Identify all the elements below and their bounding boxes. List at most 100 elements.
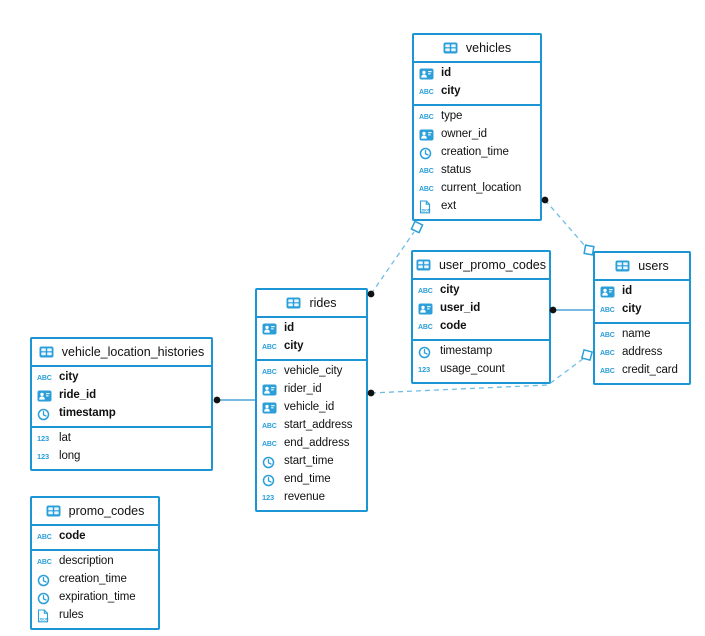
field-label: start_address [284, 419, 353, 432]
table-name: vehicles [465, 41, 512, 55]
table-name: rides [309, 296, 337, 310]
table-header[interactable]: user_promo_codes [413, 252, 549, 280]
abc-text-icon: ABC [600, 331, 615, 339]
field-label: city [441, 85, 461, 98]
svg-text:JSON: JSON [39, 618, 49, 622]
svg-text:JSON: JSON [421, 209, 431, 213]
field-city: ABC city [414, 83, 540, 101]
field-rules: JSON rules [32, 607, 158, 625]
field-label: current_location [441, 182, 522, 195]
field-ext: JSON ext [414, 198, 540, 216]
field-label: revenue [284, 491, 325, 504]
json-icon: JSON [419, 200, 436, 214]
abc-text-icon: ABC [37, 558, 52, 566]
number-123-icon: 123 [418, 365, 430, 375]
id-card-icon [600, 286, 617, 298]
abc-text-icon: ABC [418, 287, 433, 295]
abc-text-icon: ABC [262, 343, 277, 351]
field-label: user_id [440, 302, 481, 315]
field-status: ABC status [414, 162, 540, 180]
abc-text-icon: ABC [37, 374, 52, 382]
table-name: promo_codes [68, 504, 145, 518]
table-icon [39, 346, 56, 358]
field-label: description [59, 555, 114, 568]
id-card-icon [262, 402, 279, 414]
table-icon [615, 260, 632, 272]
field-expiration_time: expiration_time [32, 589, 158, 607]
field-label: credit_card [622, 364, 678, 377]
field-label: vehicle_id [284, 401, 335, 414]
field-label: ride_id [59, 389, 97, 402]
field-description: ABC description [32, 553, 158, 571]
number-123-icon: 123 [37, 452, 49, 462]
field-label: rules [59, 609, 84, 622]
table-header[interactable]: users [595, 253, 689, 281]
clock-icon [37, 408, 54, 421]
field-label: ext [441, 200, 457, 213]
abc-text-icon: ABC [418, 323, 433, 331]
id-card-icon [37, 390, 54, 402]
table-header[interactable]: vehicles [414, 35, 540, 63]
field-label: city [622, 303, 642, 316]
field-start_time: start_time [257, 453, 366, 471]
field-label: status [441, 164, 472, 177]
field-id: id [257, 320, 366, 338]
field-label: id [284, 322, 295, 335]
table-name: user_promo_codes [438, 258, 546, 272]
table-header[interactable]: vehicle_location_histories [32, 339, 211, 367]
table-header[interactable]: rides [257, 290, 366, 318]
table-header[interactable]: promo_codes [32, 498, 158, 526]
field-label: id [622, 285, 633, 298]
abc-text-icon: ABC [262, 440, 277, 448]
field-label: id [441, 67, 452, 80]
clock-icon [262, 456, 279, 469]
table-icon [416, 259, 433, 271]
field-id: id [414, 65, 540, 83]
field-label: vehicle_city [284, 365, 343, 378]
clock-icon [37, 574, 54, 587]
clock-icon [419, 147, 436, 160]
abc-text-icon: ABC [419, 167, 434, 175]
clock-icon [418, 346, 435, 359]
table-icon [46, 505, 63, 517]
table-icon [443, 42, 460, 54]
abc-text-icon: ABC [419, 88, 434, 96]
field-label: end_time [284, 473, 331, 486]
id-card-icon [262, 323, 279, 335]
field-ride_id: ride_id [32, 387, 211, 405]
field-rider_id: rider_id [257, 381, 366, 399]
table-name: vehicle_location_histories [61, 345, 205, 359]
field-owner_id: owner_id [414, 126, 540, 144]
json-icon: JSON [37, 609, 54, 623]
field-label: creation_time [441, 146, 509, 159]
clock-icon [37, 592, 54, 605]
